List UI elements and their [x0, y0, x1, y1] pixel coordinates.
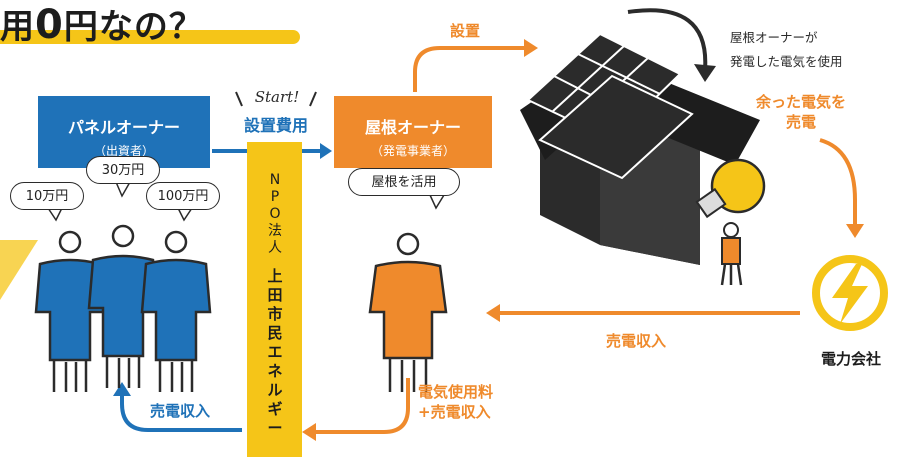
npo-label: N P O 法 人 上 田 市 民 エ ネ ル ギ ー	[263, 172, 287, 438]
center-income-arrow-head	[486, 304, 500, 322]
surplus-line-1: 余った電気を	[755, 93, 846, 111]
npo-name-char: 上	[267, 267, 283, 285]
funding-arrow-head	[320, 143, 332, 159]
npo-name-char: 市	[267, 305, 283, 323]
npo-bar	[247, 142, 302, 457]
title-prefix: 用	[0, 7, 35, 47]
solar-panel-icon	[526, 32, 694, 180]
npo-name-char: 民	[267, 324, 283, 342]
self-use-curve-head	[694, 64, 716, 82]
left-income-label: 売電収入	[150, 402, 211, 420]
roof-note-line-1: 屋根オーナーが	[730, 30, 818, 45]
power-company-label: 電力会社	[820, 350, 881, 368]
title-underline	[0, 30, 300, 44]
investment-bubble-30: 30万円	[86, 156, 160, 184]
install-label: 設置	[450, 22, 481, 40]
decorative-wedge	[0, 240, 38, 300]
start-slash-left	[235, 91, 243, 107]
roof-use-bubble: 屋根を活用	[348, 168, 460, 196]
page-title: 用0円なの？	[0, 0, 204, 50]
start-slash-right	[309, 91, 317, 107]
investment-bubble-100: 100万円	[146, 182, 220, 210]
npo-char: 法	[268, 223, 282, 239]
lightbulb-person-icon	[695, 158, 766, 286]
roof-note: 屋根オーナーが 発電した電気を使用	[730, 26, 843, 74]
npo-char: 人	[268, 240, 282, 256]
fee-arrow-head	[302, 423, 316, 441]
install-arrow-head	[524, 39, 538, 57]
title-zero: 0	[35, 2, 64, 48]
surplus-label: 余った電気を 売電	[736, 92, 866, 132]
power-company-icon	[812, 255, 888, 331]
panel-owner-people	[34, 224, 212, 392]
panel-owner-name: パネルオーナー	[67, 118, 180, 137]
npo-name-char: 田	[267, 286, 283, 304]
panel-owner-box: パネルオーナー （出資者）	[38, 96, 210, 168]
install-cost-label: 設置費用	[243, 116, 308, 135]
surplus-arrow-head	[846, 224, 864, 238]
center-income-label: 売電収入	[606, 332, 667, 350]
roof-owner-name: 屋根オーナー	[364, 118, 461, 137]
surplus-arrow-line	[819, 138, 857, 225]
npo-char: N	[269, 172, 281, 188]
left-income-arrow-head	[113, 382, 131, 396]
npo-name-char: エ	[267, 343, 283, 361]
npo-name-char: ギ	[267, 400, 283, 418]
roof-owner-role: （発電事業者）	[370, 144, 455, 158]
title-suffix: 円なの？	[63, 7, 204, 47]
house-illustration	[520, 32, 760, 265]
npo-char: P	[270, 189, 280, 205]
roof-owner-person	[368, 232, 448, 392]
npo-name-char: ー	[267, 419, 283, 437]
panel-owner-role: （出資者）	[93, 144, 154, 158]
self-use-curve	[627, 8, 708, 71]
bubble-tail-roof	[428, 194, 446, 210]
left-income-arrow-line	[120, 394, 242, 432]
npo-name-char: ル	[267, 381, 283, 399]
roof-owner-box: 屋根オーナー （発電事業者）	[334, 96, 492, 168]
roof-note-line-2: 発電した電気を使用	[730, 54, 843, 69]
fee-label: 電気使用料 +売電収入	[418, 382, 493, 422]
fee-line-2: +売電収入	[418, 403, 491, 421]
fee-line-1: 電気使用料	[418, 383, 494, 401]
surplus-line-2: 売電	[785, 113, 816, 131]
start-label: Start!	[254, 88, 300, 106]
fee-arrow-line	[314, 378, 410, 434]
investment-bubble-10: 10万円	[10, 182, 84, 210]
install-arrow-line	[413, 46, 526, 92]
npo-char: O	[269, 206, 281, 222]
npo-name-char: ネ	[267, 362, 283, 380]
